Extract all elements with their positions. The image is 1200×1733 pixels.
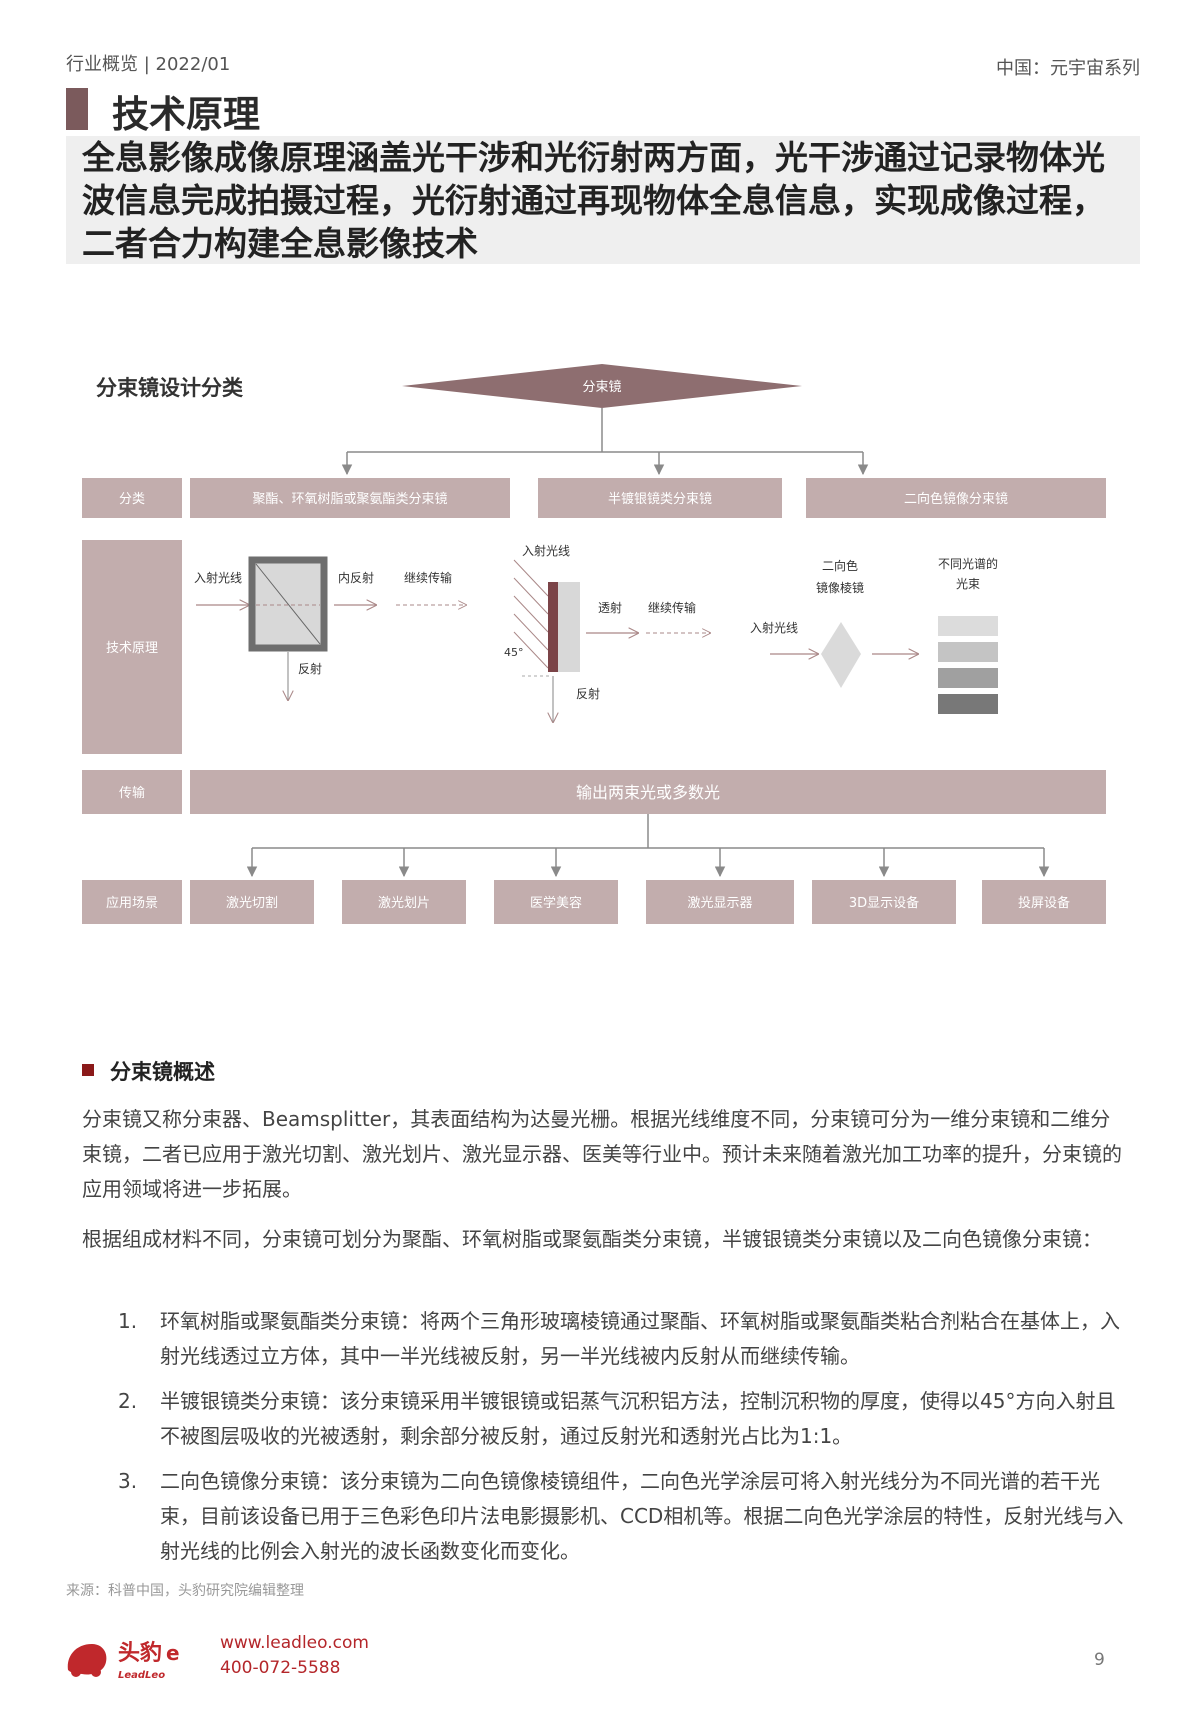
list-text: 环氧树脂或聚氨酯类分束镜：将两个三角形玻璃棱镜通过聚酯、环氧树脂或聚氨酯类粘合剂…	[160, 1309, 1120, 1368]
spectrum-band-4	[938, 694, 998, 714]
svg-text:继续传输: 继续传输	[648, 600, 696, 615]
scenario-box-5	[812, 880, 956, 924]
footer-website: www.leadleo.com	[220, 1633, 369, 1653]
svg-text:头豹: 头豹	[118, 1640, 162, 1666]
half-silvered-mirror	[548, 582, 558, 672]
title-marker	[66, 88, 88, 130]
list-item-3: 3. 二向色镜像分束镜：该分束镜为二向色镜像棱镜组件，二向色光学涂层可将入射光线…	[118, 1464, 1128, 1569]
type-box-polyester	[190, 478, 510, 518]
spectrum-band-2	[938, 642, 998, 662]
scenario-box-1	[190, 880, 314, 924]
list-number: 3.	[118, 1469, 138, 1493]
paragraph-2: 根据组成材料不同，分束镜可划分为聚酯、环氧树脂或聚氨酯类分束镜，半镀银镜类分束镜…	[82, 1227, 1102, 1251]
svg-text:输出两束光或多数光: 输出两束光或多数光	[576, 783, 720, 802]
svg-text:技术原理: 技术原理	[106, 641, 158, 656]
svg-text:3D显示设备: 3D显示设备	[849, 895, 919, 911]
svg-text:投屏设备: 投屏设备	[1018, 895, 1070, 911]
svg-text:透射: 透射	[598, 600, 622, 615]
svg-text:45°: 45°	[504, 646, 524, 659]
type-box-half-silver	[538, 478, 782, 518]
svg-text:激光显示器: 激光显示器	[687, 896, 752, 911]
list-number: 1.	[118, 1309, 138, 1333]
root-label: 分束镜	[582, 380, 621, 395]
svg-text:e: e	[166, 1641, 180, 1665]
svg-text:半镀银镜类分束镜: 半镀银镜类分束镜	[608, 491, 712, 507]
scenario-box-6	[982, 880, 1106, 924]
svg-text:入射光线: 入射光线	[522, 543, 570, 558]
svg-text:激光切割: 激光切割	[226, 895, 278, 911]
svg-text:应用场景: 应用场景	[106, 895, 158, 911]
row-label-scenario	[82, 880, 182, 924]
svg-text:入射光线: 入射光线	[194, 570, 242, 585]
page-number: 9	[1094, 1650, 1105, 1670]
type-box-dichroic	[806, 478, 1106, 518]
row-label-principle	[82, 540, 182, 754]
list-number: 2.	[118, 1389, 138, 1413]
lead-box	[66, 136, 1140, 264]
source-note: 来源：科普中国，头豹研究院编辑整理	[66, 1583, 304, 1599]
row-label-classify	[82, 478, 182, 518]
header-left: 行业概览 | 2022/01	[66, 54, 231, 75]
svg-text:反射: 反射	[576, 686, 600, 701]
scenario-box-2	[342, 880, 466, 924]
transmit-box	[190, 770, 1106, 814]
svg-text:二向色镜像分束镜: 二向色镜像分束镜	[904, 491, 1008, 507]
list-item-2: 2. 半镀银镜类分束镜：该分束镜采用半镀银镜或铝蒸气沉积铝方法，控制沉积物的厚度…	[118, 1384, 1128, 1454]
svg-text:激光划片: 激光划片	[378, 896, 430, 911]
svg-text:医学美容: 医学美容	[530, 895, 582, 911]
list-item-1: 1. 环氧树脂或聚氨酯类分束镜：将两个三角形玻璃棱镜通过聚酯、环氧树脂或聚氨酯类…	[118, 1304, 1128, 1374]
svg-text:聚酯、环氧树脂或聚氨酯类分束镜: 聚酯、环氧树脂或聚氨酯类分束镜	[252, 492, 447, 507]
svg-text:继续传输: 继续传输	[404, 570, 452, 585]
svg-text:光束: 光束	[956, 577, 980, 591]
spectrum-band-3	[938, 668, 998, 688]
svg-text:传输: 传输	[119, 785, 145, 801]
dichroic-prism	[821, 622, 861, 688]
spectrum-band-1	[938, 616, 998, 636]
page-title: 技术原理	[112, 93, 260, 136]
beamsplitter-diagram: 分束镜 分类 聚酯、环氧树脂或聚氨酯类分束镜 半镀银镜类分束镜 二向色镜像分束镜…	[82, 364, 1106, 924]
svg-text:入射光线: 入射光线	[750, 620, 798, 635]
list-text: 半镀银镜类分束镜：该分束镜采用半镀银镜或铝蒸气沉积铝方法，控制沉积物的厚度，使得…	[160, 1389, 1116, 1448]
svg-text:不同光谱的: 不同光谱的	[938, 556, 998, 571]
root-diamond	[402, 364, 802, 408]
list-text: 二向色镜像分束镜：该分束镜为二向色镜像棱镜组件，二向色光学涂层可将入射光线分为不…	[160, 1469, 1124, 1563]
footer-phone: 400-072-5588	[220, 1658, 341, 1678]
scenario-box-3	[494, 880, 618, 924]
scenario-box-4	[646, 880, 794, 924]
leadleo-logo: 头豹 LeadLeo e	[67, 1640, 180, 1681]
svg-text:二向色: 二向色	[822, 558, 858, 573]
lead-text: 全息影像成像原理涵盖光干涉和光衍射两方面，光干涉通过记录物体光波信息完成拍摄过程…	[82, 138, 1105, 263]
diagram-title: 分束镜设计分类	[96, 376, 243, 400]
svg-text:LeadLeo: LeadLeo	[118, 1670, 165, 1681]
section-title: 分束镜概述	[110, 1060, 215, 1084]
svg-text:分类: 分类	[119, 492, 145, 507]
row-label-transmit	[82, 770, 182, 814]
header-right: 中国：元宇宙系列	[996, 58, 1140, 79]
svg-text:反射: 反射	[298, 661, 322, 676]
svg-text:镜像棱镜: 镜像棱镜	[816, 580, 864, 595]
svg-text:内反射: 内反射	[338, 570, 374, 585]
section-marker	[82, 1064, 94, 1076]
paragraph-1: 分束镜又称分束器、Beamsplitter，其表面结构为达曼光栅。根据光线维度不…	[82, 1107, 1122, 1201]
